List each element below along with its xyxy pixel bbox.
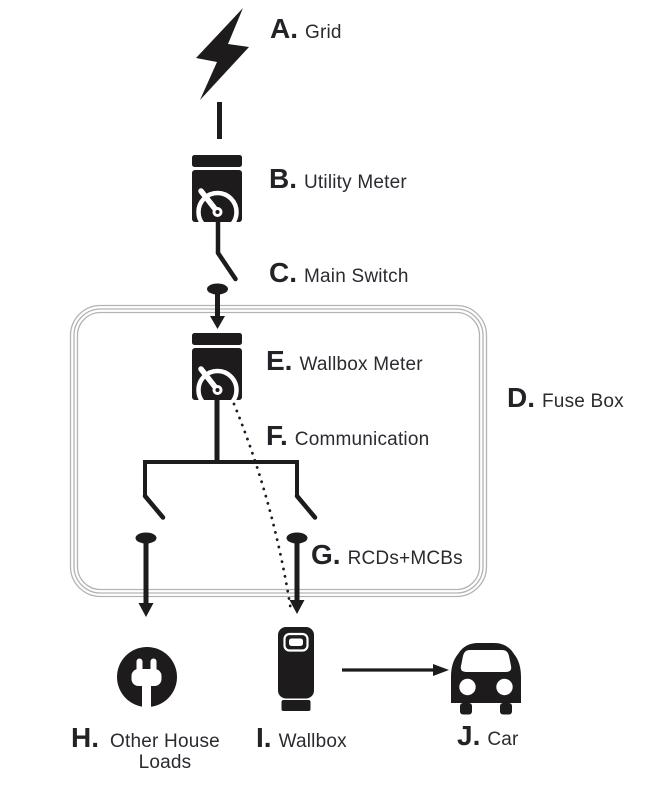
label-main-switch: C. Main Switch: [269, 259, 409, 288]
label-wallbox-meter-letter: E.: [266, 345, 293, 376]
label-wallbox-letter: I.: [256, 722, 272, 753]
label-communication-letter: F.: [266, 420, 288, 451]
label-other-house-loads-letter: H.: [71, 722, 99, 753]
rcds-mcbs-switch-symbols: [135, 400, 318, 544]
label-rcds-mcbs: G. RCDs+MCBs: [311, 541, 463, 570]
edge-rcd-to-other-house-loads: [138, 543, 154, 617]
label-car-text: Car: [487, 729, 519, 750]
main-switch-symbol: [207, 221, 238, 295]
label-wallbox-meter: E. Wallbox Meter: [266, 347, 423, 376]
plug-circle-icon: [117, 647, 177, 708]
label-wallbox-meter-text: Wallbox Meter: [299, 354, 423, 375]
fuse-box-enclosure: [69, 304, 488, 598]
ev-charger-icon: [278, 627, 314, 711]
label-communication: F. Communication: [266, 422, 429, 451]
label-communication-text: Communication: [294, 429, 430, 450]
label-main-switch-letter: C.: [269, 257, 297, 288]
label-other-house-loads: H. Other House Loads: [71, 724, 224, 774]
label-grid-letter: A.: [270, 13, 298, 44]
edge-rcd-to-wallbox: [289, 543, 305, 614]
label-grid-text: Grid: [305, 22, 342, 43]
label-car: J. Car: [457, 722, 519, 751]
label-grid: A. Grid: [270, 15, 342, 44]
label-utility-meter: B. Utility Meter: [269, 165, 407, 194]
label-rcds-mcbs-text: RCDs+MCBs: [347, 548, 463, 569]
label-rcds-mcbs-letter: G.: [311, 539, 341, 570]
edge-wallbox-to-car: [342, 664, 449, 676]
label-wallbox-text: Wallbox: [278, 731, 347, 752]
label-wallbox: I. Wallbox: [256, 724, 347, 753]
label-fuse-box-text: Fuse Box: [542, 391, 624, 412]
label-fuse-box-letter: D.: [507, 382, 535, 413]
label-car-letter: J.: [457, 720, 481, 751]
utility-meter-icon: [192, 155, 242, 231]
label-main-switch-text: Main Switch: [304, 266, 409, 287]
label-other-house-loads-text: Other House Loads: [110, 731, 220, 773]
wallbox-meter-icon: [192, 333, 242, 409]
label-utility-meter-letter: B.: [269, 163, 297, 194]
communication-dotted-line: [232, 402, 293, 613]
label-utility-meter-text: Utility Meter: [304, 172, 407, 193]
label-fuse-box: D. Fuse Box: [507, 384, 624, 413]
lightning-bolt-icon: [196, 8, 249, 100]
edge-main-switch-to-wallbox-meter: [210, 294, 225, 329]
car-front-icon: [451, 643, 521, 715]
